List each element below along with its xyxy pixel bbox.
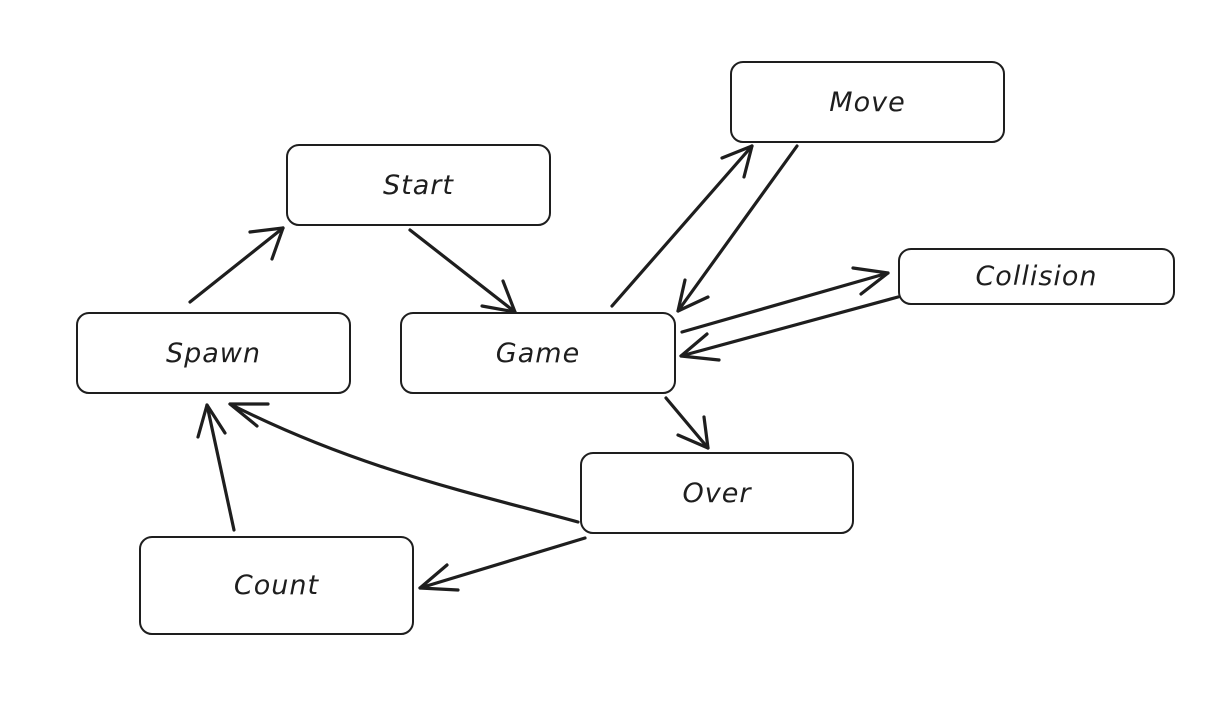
edge-game-to-over[interactable]: [664, 396, 710, 450]
edge-over-to-count[interactable]: [418, 536, 587, 592]
edge-game-to-collision[interactable]: [680, 266, 890, 334]
node-over[interactable]: Over: [580, 452, 854, 534]
edge-collision-to-game[interactable]: [679, 295, 900, 362]
node-over-label: Over: [682, 477, 752, 509]
edge-spawn-to-start[interactable]: [188, 226, 285, 304]
node-collision[interactable]: Collision: [898, 248, 1175, 305]
edge-move-to-game[interactable]: [676, 144, 799, 313]
node-spawn[interactable]: Spawn: [76, 312, 351, 394]
node-game[interactable]: Game: [400, 312, 676, 394]
node-start-label: Start: [383, 169, 454, 201]
node-move[interactable]: Move: [730, 61, 1005, 143]
edge-count-to-spawn[interactable]: [196, 403, 236, 532]
edge-over-to-spawn[interactable]: [228, 402, 580, 524]
node-game-label: Game: [495, 337, 581, 369]
edge-start-to-game[interactable]: [408, 228, 517, 314]
node-count-label: Count: [233, 570, 320, 601]
node-count[interactable]: Count: [139, 536, 414, 635]
node-spawn-label: Spawn: [165, 337, 262, 369]
node-move-label: Move: [829, 86, 906, 118]
edge-game-to-move[interactable]: [610, 144, 754, 308]
node-collision-label: Collision: [975, 261, 1098, 292]
node-start[interactable]: Start: [286, 144, 551, 226]
